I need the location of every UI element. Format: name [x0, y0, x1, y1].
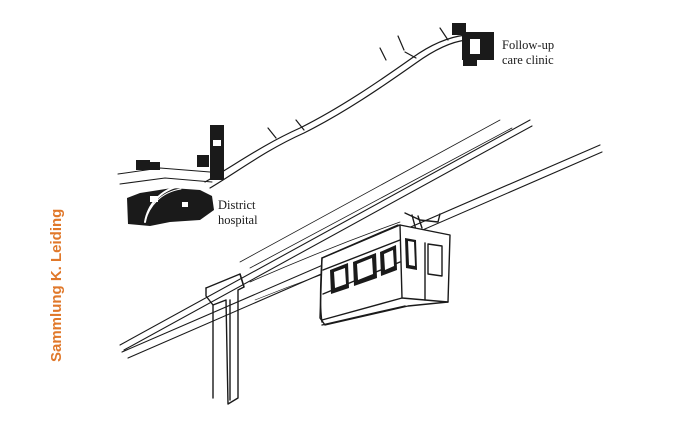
- hospital-label-line1: District: [218, 198, 256, 212]
- clinic-label-line1: Follow-up: [502, 38, 555, 52]
- support-pylon: [205, 273, 245, 405]
- route-road: [204, 27, 467, 189]
- hospital-building: [117, 125, 224, 226]
- hospital-label: District hospital: [218, 198, 258, 228]
- rail-track: [119, 119, 603, 359]
- clinic-building: [452, 23, 494, 66]
- hospital-label-line2: hospital: [218, 213, 258, 227]
- image-credit: Sammlung K. Leiding: [48, 208, 65, 362]
- clinic-label-line2: care clinic: [502, 53, 554, 67]
- railway-car: [319, 212, 451, 326]
- clinic-label: Follow-up care clinic: [502, 38, 554, 68]
